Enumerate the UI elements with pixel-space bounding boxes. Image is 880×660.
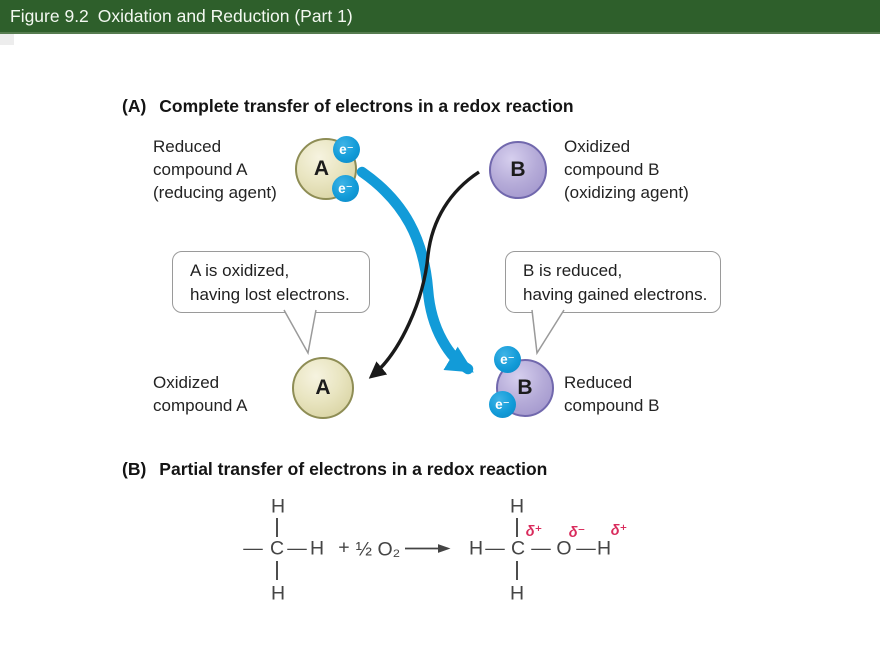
half-o2: ½ O₂ — [355, 538, 401, 561]
bond-vertical — [516, 561, 518, 580]
electron-badge: e⁻ — [333, 136, 360, 163]
atom-h: H — [509, 495, 525, 518]
bond-vertical — [276, 561, 278, 580]
callout-a-oxidized: A is oxidized, having lost electrons. — [172, 251, 370, 313]
figure-number: Figure 9.2 — [10, 5, 89, 26]
compound-b-top-circle: B — [489, 141, 547, 199]
label-oxidized-compound-b: Oxidized compound B (oxidizing agent) — [564, 137, 689, 203]
compound-b-arrow — [368, 170, 480, 379]
callout-left-tail — [283, 309, 317, 356]
electron-badge: e⁻ — [332, 175, 359, 202]
label-reduced-compound-b: Reduced compound B — [564, 373, 660, 416]
figure-header-bar: Figure 9.2 Oxidation and Reduction (Part… — [0, 0, 880, 34]
section-b-prefix: (B) — [122, 459, 147, 479]
compound-b-letter: B — [517, 376, 533, 399]
bond-dash: — — [287, 537, 307, 560]
label-reduced-compound-a: Reduced compound A (reducing agent) — [153, 137, 277, 203]
section-b-heading: (B) Partial transfer of electrons in a r… — [122, 459, 547, 480]
plus-sign: + — [338, 536, 350, 559]
atom-h: H — [270, 495, 286, 518]
atom-h: H — [509, 582, 525, 605]
electron-badge: e⁻ — [494, 346, 521, 373]
label-oxidized-compound-a: Oxidized compound A — [153, 373, 248, 416]
electron-label: e⁻ — [339, 141, 354, 157]
atom-h: H — [270, 582, 286, 605]
delta-minus-on-o: δ⁻ — [568, 525, 586, 541]
section-b-title: Partial transfer of electrons in a redox… — [159, 459, 548, 479]
section-a-prefix: (A) — [122, 96, 147, 116]
delta-plus-on-c: δ⁺ — [525, 524, 543, 540]
callout-b-reduced: B is reduced, having gained electrons. — [505, 251, 721, 313]
corner-artifact — [0, 34, 14, 45]
figure-title: Oxidation and Reduction (Part 1) — [97, 5, 353, 26]
bond-vertical — [516, 518, 518, 537]
electron-badge: e⁻ — [489, 391, 516, 418]
callout-right-tail — [531, 309, 565, 356]
electron-label: e⁻ — [495, 396, 510, 412]
section-a-title: Complete transfer of electrons in a redo… — [159, 96, 574, 116]
bond-dash: — — [243, 537, 263, 560]
compound-a-letter: A — [313, 157, 330, 180]
bond-vertical — [276, 518, 278, 537]
bond-dash: — — [485, 537, 505, 560]
compound-a-letter: A — [315, 376, 331, 399]
bond-dash: — — [531, 537, 551, 560]
delta-plus-on-h: δ⁺ — [610, 523, 628, 539]
electron-label: e⁻ — [338, 180, 353, 196]
compound-b-letter: B — [510, 158, 526, 181]
bond-dash: — — [576, 537, 596, 560]
electron-label: e⁻ — [500, 351, 515, 367]
electron-transfer-arrow — [356, 166, 474, 375]
atom-h: H — [596, 537, 612, 560]
atom-o: O — [556, 537, 572, 560]
compound-a-bottom-circle: A — [292, 357, 354, 419]
section-a-heading: (A) Complete transfer of electrons in a … — [122, 96, 574, 117]
atom-h: H — [309, 537, 325, 560]
atom-h: H — [468, 537, 484, 560]
atom-c: C — [269, 537, 285, 560]
atom-c: C — [510, 537, 526, 560]
